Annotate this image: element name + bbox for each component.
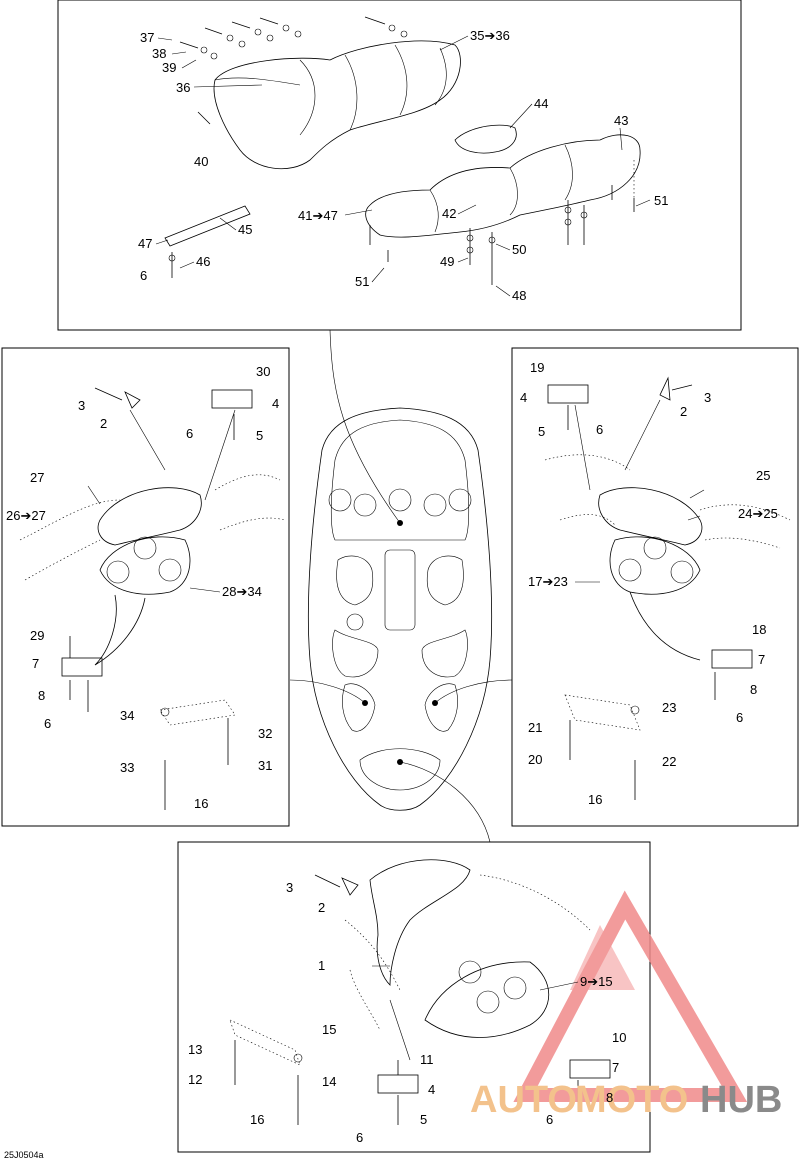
watermark-part-auto: AUTO [470,1079,577,1121]
callout-2-right: 2 [680,404,687,419]
callout-4-left: 4 [272,396,279,411]
watermark-logo-icon [513,890,748,1102]
callout-3-right: 3 [704,390,711,405]
callout-8-left: 8 [38,688,45,703]
callout-15: 15 [322,1022,336,1037]
bottom-panel-frame [177,841,651,1153]
callout-20: 20 [528,752,542,767]
callout-16-left: 16 [194,796,208,811]
callout-9-15: 9➔15 [580,974,613,989]
callout-24-25: 24➔25 [738,506,778,521]
callout-42: 42 [442,206,456,221]
callout-6-bottom: 6 [546,1112,553,1127]
callout-5-right: 5 [538,424,545,439]
callout-14: 14 [322,1074,336,1089]
callout-4-bottom: 4 [428,1082,435,1097]
callout-48: 48 [512,288,526,303]
callout-22: 22 [662,754,676,769]
callout-33: 33 [120,760,134,775]
callout-46: 46 [196,254,210,269]
callout-10: 10 [612,1030,626,1045]
callout-43: 43 [614,113,628,128]
callout-7-left: 7 [32,656,39,671]
watermark-text: AUTO MOTO HUB [470,1079,782,1121]
callout-26-27: 26➔27 [6,508,46,523]
callout-5-bottom: 5 [420,1112,427,1127]
callout-6-right: 6 [596,422,603,437]
callout-6-right2: 6 [736,710,743,725]
top-panel-frame [57,0,742,331]
callout-25: 25 [756,468,770,483]
callout-18: 18 [752,622,766,637]
callout-6-left: 6 [186,426,193,441]
rear-seat-drawing [365,124,641,238]
callout-45: 45 [238,222,252,237]
leader-lines [87,35,705,991]
callout-3-bottom: 3 [286,880,293,895]
callout-32: 32 [258,726,272,741]
callout-3-left: 3 [78,398,85,413]
callout-28-34: 28➔34 [222,584,262,599]
callout-35-36: 35➔36 [470,28,510,43]
front-seat-drawing [213,40,461,170]
callout-labels: 37 38 39 36 35➔36 40 44 43 41➔47 42 45 5… [4,28,778,1160]
watermark-part-moto: MOTO [575,1079,688,1121]
callout-30: 30 [256,364,270,379]
callout-49: 49 [440,254,454,269]
left-seat-drawing [19,387,286,810]
callout-19: 19 [530,360,544,375]
callout-21: 21 [528,720,542,735]
callout-7-bottom: 7 [612,1060,619,1075]
callout-16-bottom: 16 [250,1112,264,1127]
callout-13: 13 [188,1042,202,1057]
callout-5-left: 5 [256,428,263,443]
callout-2-bottom: 2 [318,900,325,915]
left-panel-frame [1,347,290,827]
seat-bracket-drawing [164,205,251,247]
callout-16-right: 16 [588,792,602,807]
callout-17-23: 17➔23 [528,574,568,589]
callout-7-right: 7 [758,652,765,667]
watercraft-topview-drawing [289,329,513,843]
callout-4-right: 4 [520,390,527,405]
diagram-code: 25J0504a [4,1150,44,1160]
callout-50: 50 [512,242,526,257]
callout-8-right: 8 [750,682,757,697]
callout-6-left2: 6 [44,716,51,731]
callout-41-47: 41➔47 [298,208,338,223]
watermark-part-hub: HUB [700,1079,782,1121]
callout-2-left: 2 [100,416,107,431]
callout-36: 36 [176,80,190,95]
callout-27: 27 [30,470,44,485]
callout-44: 44 [534,96,548,111]
callout-51b: 51 [355,274,369,289]
callout-11: 11 [420,1052,434,1067]
callout-23: 23 [662,700,676,715]
callout-29: 29 [30,628,44,643]
callout-6-bottom2: 6 [356,1130,363,1145]
screw-icon [168,16,635,285]
right-seat-drawing [544,376,791,800]
callout-40: 40 [194,154,208,169]
callout-51a: 51 [654,193,668,208]
callout-8-bottom: 8 [606,1090,613,1105]
callout-12: 12 [188,1072,202,1087]
right-panel-frame [511,347,799,827]
callout-39: 39 [162,60,176,75]
callout-47: 47 [138,236,152,251]
bottom-seat-drawing [229,859,611,1125]
callout-38: 38 [152,46,166,61]
callout-6-top: 6 [140,268,147,283]
callout-31: 31 [258,758,272,773]
callout-37: 37 [140,30,154,45]
callout-34: 34 [120,708,134,723]
callout-1: 1 [318,958,325,973]
